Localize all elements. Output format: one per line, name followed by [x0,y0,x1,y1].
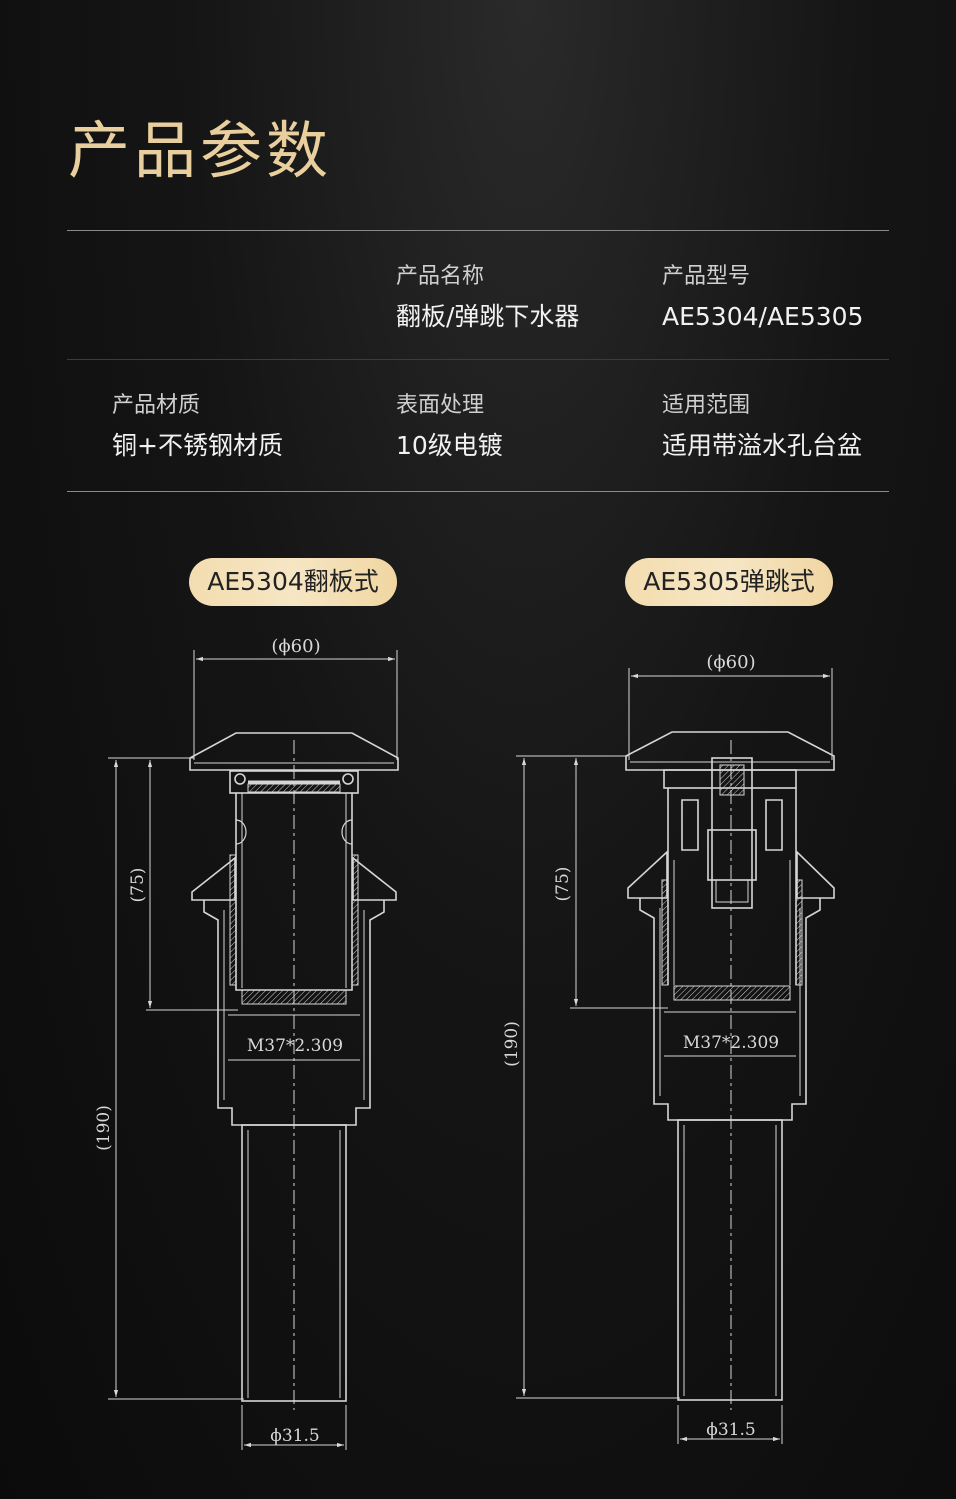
spec-label: 产品型号 [662,264,751,289]
dim-left-top-width: (ϕ60) [271,636,320,657]
dim-left-pipe-dia: ϕ31.5 [270,1426,319,1446]
spec-scope: 适用范围 适用带溢水孔台盆 [662,391,922,464]
spec-value: 10级电镀 [396,431,503,460]
dim-left-height-75: (75) [128,868,148,903]
spec-material: 产品材质 铜+不锈钢材质 [112,391,372,464]
spec-label: 适用范围 [662,393,751,418]
spec-label: 产品材质 [112,393,201,418]
spec-value: 翻板/弹跳下水器 [396,302,580,331]
dim-left-thread: M37*2.309 [247,1036,343,1056]
middle-divider [67,359,889,360]
bottom-divider [67,491,889,492]
spec-value: 铜+不锈钢材质 [112,431,283,460]
page-title: 产品参数 [68,114,333,187]
dim-right-height-75: (75) [553,867,573,902]
spec-product-name: 产品名称 翻板/弹跳下水器 [396,262,656,335]
spec-surface: 表面处理 10级电镀 [396,391,656,464]
dim-right-thread: M37*2.309 [683,1033,779,1053]
dim-left-height-190: (190) [94,1105,114,1151]
dim-right-height-190: (190) [502,1021,522,1067]
drawing-flip-drain [108,650,399,1450]
dim-right-top-width: (ϕ60) [706,652,755,673]
variant-badge-flip: AE5304翻板式 [189,558,397,606]
spec-label: 产品名称 [396,264,485,289]
variant-badge-popup: AE5305弹跳式 [625,558,833,606]
spec-value: 适用带溢水孔台盆 [662,431,863,460]
spec-value: AE5304/AE5305 [662,302,864,331]
spec-label: 表面处理 [396,393,485,418]
top-divider [67,230,889,231]
spec-product-model: 产品型号 AE5304/AE5305 [662,262,922,335]
dim-right-pipe-dia: ϕ31.5 [706,1420,755,1440]
drawing-popup-drain [516,668,835,1444]
